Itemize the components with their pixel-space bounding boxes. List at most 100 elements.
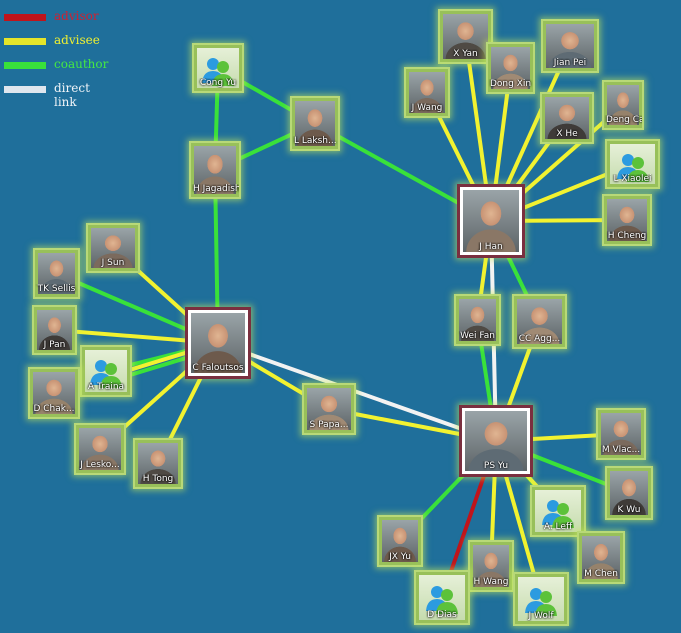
node-m-chen[interactable]: M Chen bbox=[577, 531, 625, 584]
legend-label-advisor: advisor bbox=[54, 9, 99, 23]
node-j-wang[interactable]: J Wang bbox=[404, 67, 450, 118]
node-label: L Laksh... bbox=[294, 136, 337, 146]
node-label: Cong Yu bbox=[199, 78, 237, 88]
node-label: J Wolf bbox=[528, 611, 554, 621]
node-label: H Jagadish bbox=[193, 184, 239, 194]
photo-icon bbox=[295, 101, 335, 146]
node-j-pan[interactable]: J Pan bbox=[32, 305, 77, 355]
node-label: PS Yu bbox=[483, 461, 509, 471]
node-label: CC Agg... bbox=[518, 334, 561, 344]
node-s-papa[interactable]: S Papa... bbox=[302, 383, 356, 435]
messenger-avatar-glyph bbox=[615, 153, 651, 187]
photo-icon bbox=[382, 520, 418, 562]
node-x-yan[interactable]: X Yan bbox=[438, 9, 493, 64]
node-j-sun[interactable]: J Sun bbox=[86, 223, 140, 273]
node-label: J Lesko... bbox=[80, 460, 120, 470]
messenger-avatar-icon bbox=[85, 350, 127, 392]
node-h-wang[interactable]: H Wang bbox=[468, 540, 514, 592]
photo-icon bbox=[610, 471, 648, 515]
photo-icon bbox=[607, 85, 639, 125]
photo-icon bbox=[473, 545, 509, 587]
node-k-wu[interactable]: K Wu bbox=[605, 466, 653, 520]
photo-icon bbox=[545, 97, 589, 139]
node-j-lesko[interactable]: J Lesko... bbox=[74, 423, 126, 475]
photo-icon bbox=[33, 372, 75, 414]
photo-icon bbox=[138, 443, 178, 484]
node-label: Dong Xin bbox=[490, 79, 532, 89]
node-tk-sellis[interactable]: TK Sellis bbox=[33, 248, 80, 299]
legend-label-advisee: advisee bbox=[54, 33, 100, 47]
node-label: A. Leff bbox=[543, 522, 573, 532]
node-label: C Faloutsos bbox=[192, 363, 244, 373]
photo-icon bbox=[465, 411, 527, 471]
photo-icon bbox=[194, 146, 236, 194]
node-m-vlac[interactable]: M Vlac... bbox=[596, 408, 646, 460]
node-label: D Chak... bbox=[33, 404, 75, 414]
node-label: J Wang bbox=[411, 103, 443, 113]
node-label: J Sun bbox=[101, 258, 125, 268]
node-label: M Vlac... bbox=[601, 445, 641, 455]
node-dong-xin[interactable]: Dong Xin bbox=[486, 42, 535, 94]
advisor-swatch bbox=[4, 14, 46, 21]
messenger-avatar-icon bbox=[197, 48, 239, 88]
messenger-avatar-glyph bbox=[200, 57, 236, 91]
node-label: H Cheng bbox=[607, 231, 647, 241]
node-label: JX Yu bbox=[389, 552, 411, 562]
node-c-faloutsos[interactable]: C Faloutsos bbox=[185, 307, 251, 379]
node-label: Wei Fan bbox=[460, 331, 495, 341]
node-label: J Han bbox=[479, 242, 503, 252]
messenger-avatar-icon bbox=[518, 577, 564, 621]
photo-icon bbox=[491, 47, 530, 89]
node-a-traina[interactable]: A Traina bbox=[80, 345, 132, 397]
node-label: H Wang bbox=[473, 577, 509, 587]
legend-label-coauthor: coauthor bbox=[54, 57, 109, 71]
photo-icon bbox=[459, 299, 496, 341]
messenger-avatar-glyph bbox=[424, 585, 460, 619]
node-cong-yu[interactable]: Cong Yu bbox=[192, 43, 244, 93]
photo-icon bbox=[38, 253, 75, 294]
messenger-avatar-icon bbox=[610, 144, 655, 184]
edge-direct bbox=[217, 341, 497, 443]
node-ps-yu[interactable]: PS Yu bbox=[459, 405, 533, 477]
node-jian-pei[interactable]: Jian Pei bbox=[541, 19, 599, 73]
photo-icon bbox=[37, 310, 72, 350]
node-a-leff[interactable]: A. Leff bbox=[530, 485, 586, 537]
node-d-dias[interactable]: D Dias bbox=[414, 570, 470, 625]
node-label: D Dias bbox=[427, 610, 457, 620]
messenger-avatar-glyph bbox=[540, 499, 576, 533]
node-label: A Traina bbox=[87, 382, 125, 392]
node-label: H Tong bbox=[142, 474, 174, 484]
photo-icon bbox=[91, 228, 135, 268]
node-label: TK Sellis bbox=[37, 284, 76, 294]
messenger-avatar-icon bbox=[419, 575, 465, 620]
node-j-han[interactable]: J Han bbox=[457, 184, 525, 258]
legend-label-direct-link: direct link bbox=[54, 81, 90, 109]
node-x-he[interactable]: X He bbox=[540, 92, 594, 144]
node-h-jagadish[interactable]: H Jagadish bbox=[189, 141, 241, 199]
node-cc-agg[interactable]: CC Agg... bbox=[512, 294, 567, 349]
photo-icon bbox=[601, 413, 641, 455]
photo-icon bbox=[409, 72, 445, 113]
photo-icon bbox=[307, 388, 351, 430]
node-label: X Yan bbox=[453, 49, 478, 59]
node-j-wolf[interactable]: J Wolf bbox=[513, 572, 569, 626]
node-deng-cai[interactable]: Deng Cai bbox=[602, 80, 644, 130]
node-jx-yu[interactable]: JX Yu bbox=[377, 515, 423, 567]
messenger-avatar-glyph bbox=[523, 587, 559, 621]
photo-icon bbox=[607, 199, 647, 241]
node-label: M Chen bbox=[584, 569, 618, 579]
node-d-chak[interactable]: D Chak... bbox=[28, 367, 80, 419]
node-wei-fan[interactable]: Wei Fan bbox=[454, 294, 501, 346]
node-h-cheng[interactable]: H Cheng bbox=[602, 194, 652, 246]
node-label: Jian Pei bbox=[553, 58, 587, 68]
node-label: K Wu bbox=[617, 505, 641, 515]
node-label: S Papa... bbox=[309, 420, 349, 430]
photo-icon bbox=[79, 428, 121, 470]
messenger-avatar-icon bbox=[535, 490, 581, 532]
node-label: J Pan bbox=[43, 340, 66, 350]
node-l-laksh[interactable]: L Laksh... bbox=[290, 96, 340, 151]
coauthor-swatch bbox=[4, 62, 46, 69]
node-label: Deng Cai bbox=[606, 115, 642, 125]
node-h-tong[interactable]: H Tong bbox=[133, 438, 183, 489]
node-l-xiaolei[interactable]: L Xiaolei bbox=[605, 139, 660, 189]
